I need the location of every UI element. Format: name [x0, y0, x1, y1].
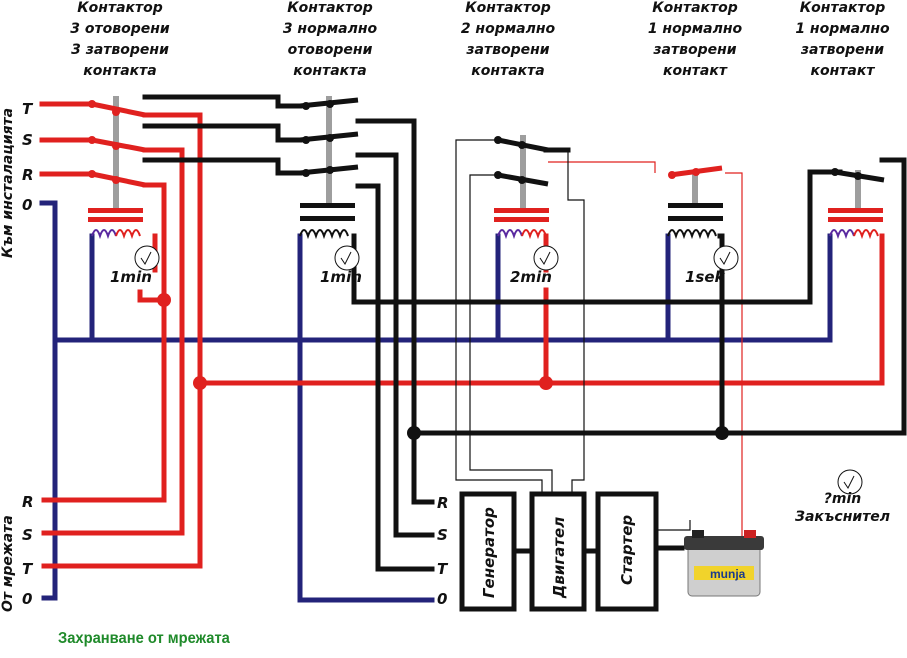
coil-2 — [299, 229, 349, 240]
timer-4-label: 1sek — [685, 268, 726, 286]
black-wiring — [142, 94, 907, 612]
generator-label: Генератор — [480, 507, 498, 598]
timer-3-label: 2min — [510, 268, 552, 286]
delay-legend-value: ?min — [823, 491, 862, 507]
terminal-bottom-S: S — [22, 526, 33, 544]
terminal-top-T: T — [22, 100, 33, 118]
terminal-top-0: 0 — [22, 196, 33, 214]
contactor-5 — [828, 168, 885, 222]
terminal-bottom-R: R — [22, 493, 34, 511]
timer-1-label: 1min — [110, 268, 152, 286]
terminal-right-0: 0 — [437, 590, 448, 608]
red-dots — [157, 293, 553, 390]
terminal-right-R: R — [437, 494, 449, 512]
delay-legend-icon — [837, 469, 863, 495]
battery-icon: munja — [684, 530, 764, 597]
timer-1-icon — [134, 245, 160, 271]
coils — [91, 229, 879, 240]
terminal-bottom-T: T — [22, 560, 33, 578]
contactor-1 — [88, 96, 146, 222]
black-dots — [407, 426, 729, 440]
timer-3-icon — [533, 245, 559, 271]
starter-label: Стартер — [618, 515, 636, 585]
header-contactor-2: Контактор 3 нормално отоворени контакта — [282, 0, 378, 79]
control-wiring — [455, 139, 691, 531]
terminal-right-S: S — [437, 526, 448, 544]
terminal-top-S: S — [22, 131, 33, 149]
header-contactor-3: Контактор 2 нормално затворени контакта — [460, 0, 556, 79]
coil-5 — [829, 229, 879, 240]
header-contactor-5: Контактор 1 нормално затворени контакт — [795, 0, 890, 79]
delay-legend-label: Закъснител — [795, 509, 891, 525]
battery-signal-wire — [548, 161, 743, 548]
contactor-4 — [668, 165, 723, 221]
header-contactor-4: Контактор 1 нормално затворени контакт — [647, 0, 743, 79]
contactor-2 — [299, 96, 359, 221]
red-wiring — [39, 101, 885, 569]
side-label-grid: От мрежата — [0, 515, 16, 612]
delay-legend: ?min Закъснител — [795, 490, 890, 526]
timer-2-label: 1min — [320, 268, 362, 286]
engine-label: Двигател — [550, 517, 568, 599]
header-contactor-1: Контактор 3 отоворени 3 затворени контак… — [70, 0, 170, 79]
footer-caption: Захранване от мрежата — [58, 630, 230, 647]
coil-3 — [497, 229, 547, 240]
timer-2-icon — [334, 245, 360, 271]
terminal-right-T: T — [437, 560, 448, 578]
side-label-installation: Към инсталацията — [0, 107, 16, 258]
timer-4-icon — [713, 245, 739, 271]
terminal-top-R: R — [22, 166, 34, 184]
contactor-3 — [494, 135, 549, 222]
coil-4 — [667, 229, 717, 240]
coil-1 — [91, 229, 141, 240]
terminal-bottom-0: 0 — [22, 590, 33, 608]
battery-brand: munja — [710, 567, 746, 581]
timer-icons — [134, 245, 863, 495]
